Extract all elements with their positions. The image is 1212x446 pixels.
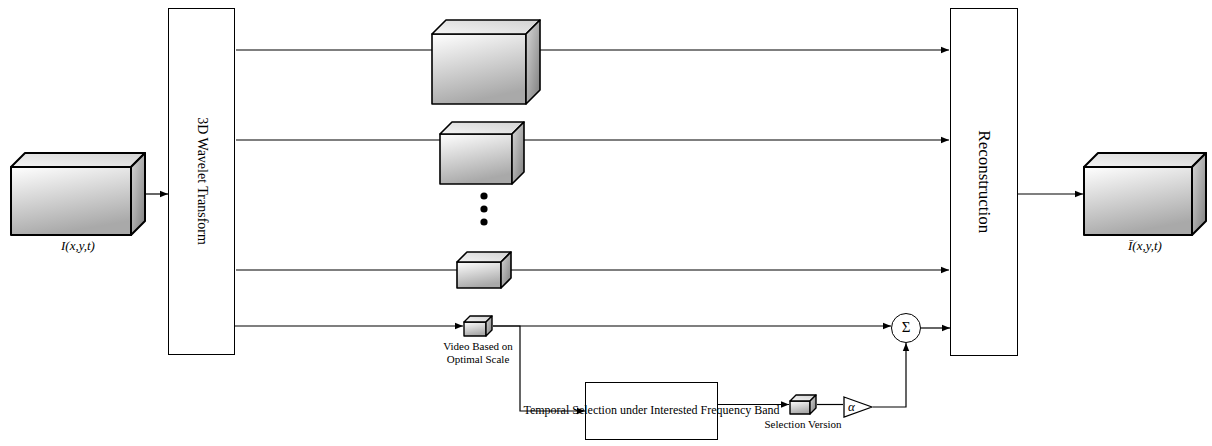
cube-side [501,252,511,288]
cube-top [440,122,524,134]
band-line [479,269,949,270]
flow-arrow [873,343,906,407]
band-line [476,139,949,140]
flow-arrow [235,325,463,326]
cube-top [11,153,145,167]
vertical-label: Reconstruction [974,131,994,234]
cube-front [457,262,501,288]
ellipsis-dot [480,205,487,212]
cube-side [486,316,492,336]
video-cube [440,122,524,184]
cube-top [432,20,540,34]
cube-symbol [463,315,493,337]
selection-box: Temporal Selection under Interested Freq… [585,382,718,440]
video-cube [432,20,540,104]
triangle-shape [844,397,872,417]
flow-arrow [146,193,168,194]
optimal-scale-cube: Video Based on Optimal Scale [428,315,528,365]
cube-front [1084,167,1192,235]
video-cube [11,153,145,235]
cube-front [790,401,810,414]
vertical-label: 3D Wavelet Transform [193,118,209,246]
video-cube [790,395,816,414]
flow-arrow [493,325,891,326]
gain-triangle: α [843,396,873,418]
cube-front [432,34,526,104]
cube-side [131,153,145,235]
cube-side [810,395,816,414]
video-cube [457,252,511,288]
cube-symbol [1083,152,1207,236]
triangle-outline [843,396,873,418]
box-label: Σ [902,319,911,336]
flow-arrow [1018,193,1083,194]
cube-side [1192,153,1206,235]
cube-label: Ī(x,y,t) [1078,239,1212,254]
band-line [236,269,457,270]
flow-arrow [921,327,950,328]
output-video-cube: Ī(x,y,t) [1078,152,1212,254]
cube-label: Video Based on Optimal Scale [432,340,524,365]
cube-label: I(x,y,t) [5,239,151,254]
sum-circle: Σ [891,313,921,343]
video-cube [464,316,492,336]
cube-symbol [10,152,146,236]
cube-label: Selection Version [757,418,849,431]
band-line [236,139,440,140]
video-cube [1084,153,1206,235]
flow-arrow [817,404,843,405]
cube-side [512,122,524,184]
box-label: Temporal Selection under Interested Freq… [523,404,779,418]
reconstruction-box: Reconstruction [950,8,1018,356]
transform-box: 3D Wavelet Transform [168,8,235,355]
band-line [479,49,949,50]
cube-top [1084,153,1206,167]
ellipsis-dot [480,192,487,199]
cube-side [526,20,540,104]
cube-front [11,167,131,235]
band-line [236,49,432,50]
cube-front [440,134,512,184]
ellipsis-dot [480,218,487,225]
flow-arrow [493,326,585,411]
cube-front [464,322,486,336]
cube-symbol [789,394,817,415]
input-video-cube: I(x,y,t) [5,152,151,254]
gain-label: α [843,396,873,418]
